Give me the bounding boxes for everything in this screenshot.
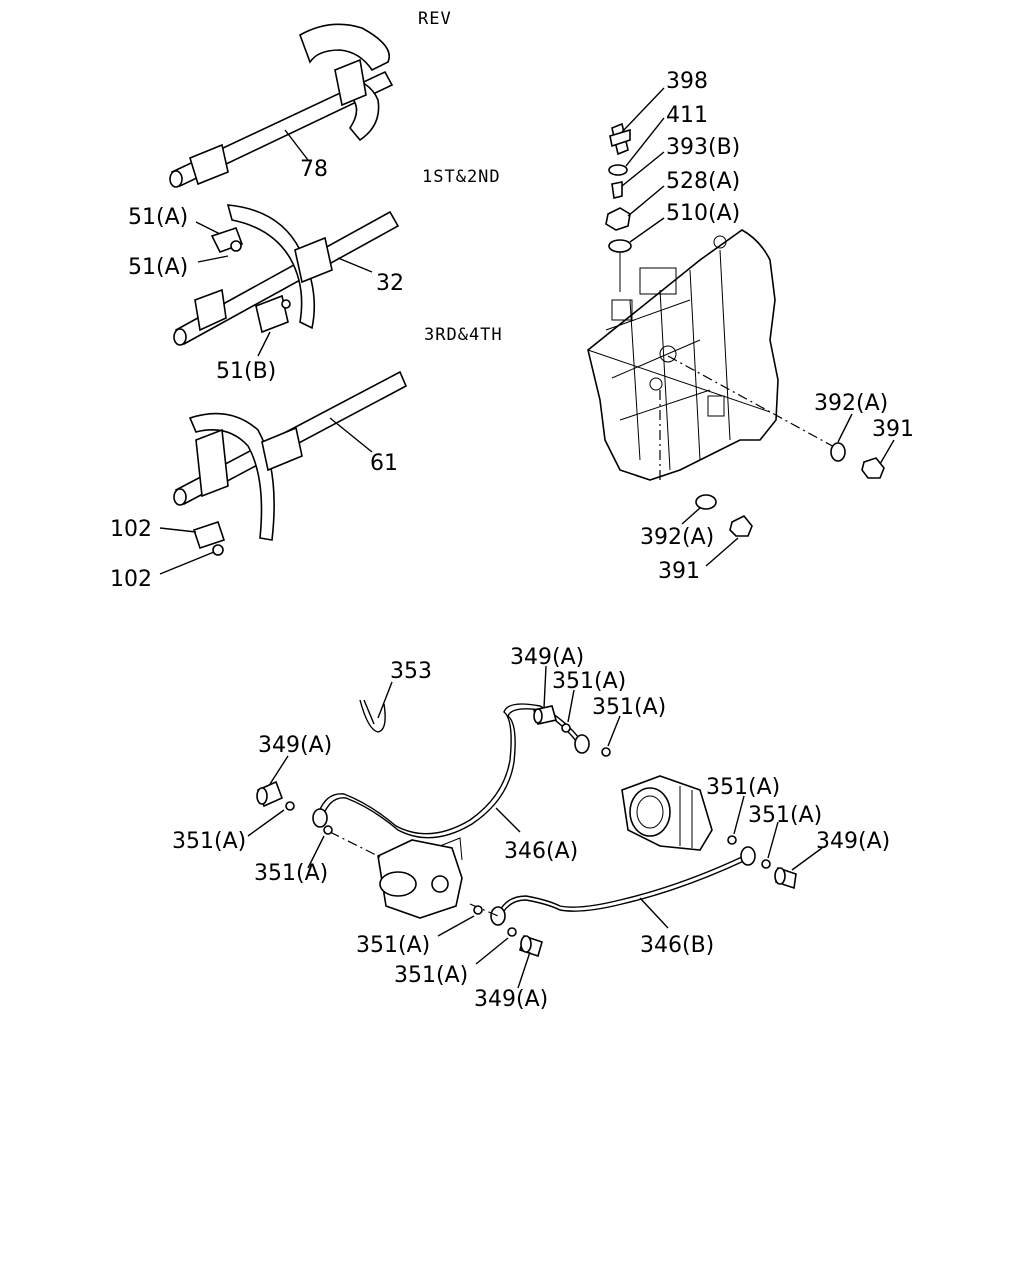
part-393b[interactable] <box>611 181 623 199</box>
callout-353: 353 <box>390 659 432 684</box>
plug-391-bottom[interactable] <box>729 514 753 537</box>
callout-346a: 346(A) <box>504 839 578 864</box>
pipe-346b[interactable] <box>497 855 745 915</box>
washer-351a[interactable] <box>601 747 611 757</box>
callout-349a-left: 349(A) <box>258 733 332 758</box>
callout-351a-7: 351(A) <box>356 933 430 958</box>
callout-392a-right: 392(A) <box>814 391 888 416</box>
callout-51a-top: 51(A) <box>128 205 188 230</box>
bolt-349a-bottom[interactable] <box>519 934 543 958</box>
callout-391-right: 391 <box>872 417 914 442</box>
shift-rod-rev[interactable] <box>169 23 394 188</box>
callout-391-bottom: 391 <box>658 559 700 584</box>
pin-102[interactable] <box>192 520 226 556</box>
callout-102-bottom: 102 <box>110 567 152 592</box>
clip-353[interactable] <box>359 699 386 733</box>
bolt-349a-left[interactable] <box>256 780 284 808</box>
plug-391-right[interactable] <box>861 457 885 479</box>
washer-351a[interactable] <box>727 835 737 845</box>
ring-411[interactable] <box>608 164 628 176</box>
washer-351a[interactable] <box>507 927 517 937</box>
washer-351a[interactable] <box>323 825 333 835</box>
callout-351a-2: 351(A) <box>592 695 666 720</box>
callout-351a-3: 351(A) <box>172 829 246 854</box>
washer-392a-right[interactable] <box>830 442 846 462</box>
switch-398[interactable] <box>609 122 631 156</box>
callout-51b: 51(B) <box>216 359 276 384</box>
callout-102-top: 102 <box>110 517 152 542</box>
transmission-case <box>587 229 779 481</box>
fitting <box>312 808 328 828</box>
callout-349a-top: 349(A) <box>510 645 584 670</box>
bolt-349a-right[interactable] <box>774 866 797 890</box>
slave-cylinder-left[interactable] <box>377 837 463 919</box>
group-label-3rd-4th: 3RD&4TH <box>424 325 503 345</box>
callout-349a-bottom: 349(A) <box>474 987 548 1012</box>
washer-351a[interactable] <box>285 801 295 811</box>
washer-351a[interactable] <box>561 723 571 733</box>
callout-351a-4: 351(A) <box>254 861 328 886</box>
callout-78: 78 <box>300 157 328 182</box>
callout-351a-5: 351(A) <box>706 775 780 800</box>
callout-61: 61 <box>370 451 398 476</box>
group-label-rev: REV <box>418 9 452 29</box>
nut-528a[interactable] <box>605 207 631 231</box>
callout-32: 32 <box>376 271 404 296</box>
callout-351a-6: 351(A) <box>748 803 822 828</box>
callout-411: 411 <box>666 103 708 128</box>
callout-393b: 393(B) <box>666 135 740 160</box>
callout-398: 398 <box>666 69 708 94</box>
washer-510a[interactable] <box>608 239 632 253</box>
callout-528a: 528(A) <box>666 169 740 194</box>
callout-510a: 510(A) <box>666 201 740 226</box>
fitting <box>490 906 506 926</box>
callout-349a-right: 349(A) <box>816 829 890 854</box>
callout-51a-bottom: 51(A) <box>128 255 188 280</box>
washer-351a[interactable] <box>473 905 483 915</box>
pipe-346a[interactable] <box>317 703 583 835</box>
callout-346b: 346(B) <box>640 933 714 958</box>
washer-351a[interactable] <box>761 859 771 869</box>
slave-cylinder-right[interactable] <box>621 775 713 851</box>
group-label-1st-2nd: 1ST&2ND <box>422 167 501 187</box>
shift-rod-3rd-4th[interactable] <box>173 370 408 541</box>
block-51b[interactable] <box>255 294 291 334</box>
shift-rod-1st-2nd[interactable] <box>173 204 400 346</box>
bolt-349a-top[interactable] <box>532 705 558 725</box>
callout-351a-8: 351(A) <box>394 963 468 988</box>
callout-392a-bottom: 392(A) <box>640 525 714 550</box>
fitting <box>740 846 756 866</box>
fitting <box>574 734 590 754</box>
callout-351a-1: 351(A) <box>552 669 626 694</box>
washer-392a-bottom[interactable] <box>695 494 717 510</box>
